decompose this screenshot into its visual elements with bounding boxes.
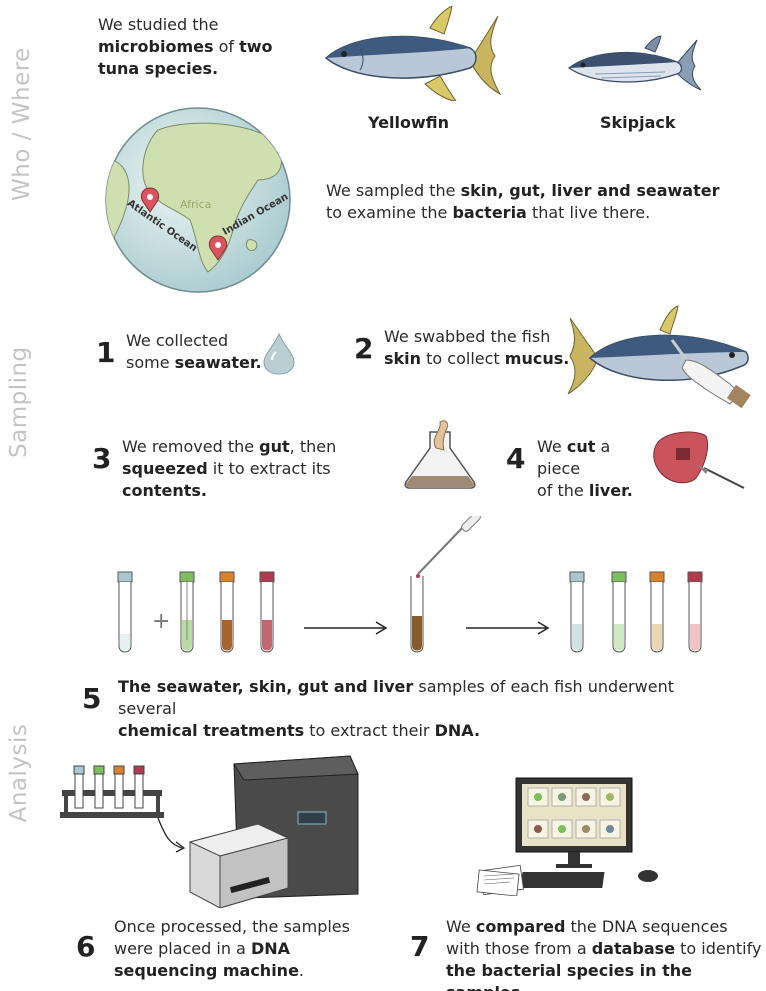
step-7-b3: the bacterial species in the samples. [446, 961, 692, 991]
tube-icon-liver-final [687, 571, 703, 653]
sampled-p2: to examine the [326, 203, 448, 222]
step-2-text: We swabbed the fish skin to collect mucu… [384, 326, 574, 370]
step-2-p1: We swabbed the fish [384, 327, 551, 346]
step-7-p4: to identify [680, 939, 762, 958]
yellowfin-tuna-icon [324, 6, 502, 101]
section-label-analysis: Analysis [6, 723, 32, 823]
step-5-p2: to extract their [309, 721, 430, 740]
step-1-p1: We collected [126, 331, 229, 350]
swab-tuna-icon [567, 305, 751, 409]
svg-text:+: + [152, 609, 170, 634]
step-4-text: We cut a piece of the liver. [537, 436, 657, 502]
sequencer-icon [60, 755, 359, 908]
intro-text: We studied the microbiomes of two tuna s… [98, 14, 298, 80]
step-7-number: 7 [410, 930, 430, 963]
tube-icon-gut [219, 571, 235, 653]
liver-icon [653, 431, 745, 489]
intro-b1: microbiomes [98, 37, 214, 56]
sampled-text: We sampled the skin, gut, liver and seaw… [326, 180, 746, 224]
step-4-number: 4 [506, 442, 526, 475]
step-5-b2: chemical treatments [118, 721, 305, 740]
pipette-icon [416, 516, 481, 578]
step-1-text: We collected some seawater. [126, 330, 266, 374]
step-6-p3: . [298, 961, 305, 980]
step-2-b1: skin [384, 349, 422, 368]
globe-icon: Africa Atlantic Ocean Indian Ocean [105, 107, 291, 293]
tube-icon-gut-final [649, 571, 665, 653]
step-1-p2: some [126, 353, 170, 372]
tube-icon-mixed [410, 576, 424, 653]
step-4-b2: liver. [588, 481, 633, 500]
sampled-b2: bacteria [452, 203, 527, 222]
step-4-b1: cut [566, 437, 596, 456]
step-1-b1: seawater. [174, 353, 262, 372]
sampled-b1: skin, gut, liver and seawater [460, 181, 720, 200]
section-label-sampling: Sampling [6, 346, 32, 458]
step-7-p3: with those from a [446, 939, 587, 958]
intro-p1: We studied the [98, 15, 219, 34]
step-3-b1: gut [259, 437, 290, 456]
step-6-b1: DNA [250, 939, 291, 958]
water-drop-icon [263, 332, 295, 375]
step-7-p2: the DNA sequences [570, 917, 728, 936]
step-3-number: 3 [92, 442, 112, 475]
step-4-p2: a piece [537, 437, 611, 478]
tube-icon-seawater [117, 571, 133, 653]
step-3-b3: contents. [122, 481, 208, 500]
caption-skipjack: Skipjack [600, 113, 676, 132]
step-3-b2: squeezed [122, 459, 208, 478]
step-7-text: We compared the DNA sequences with those… [446, 916, 764, 991]
step-3-p1: We removed the [122, 437, 255, 456]
step-6-number: 6 [76, 930, 96, 963]
step-2-b2: mucus. [504, 349, 570, 368]
step-4-p1: We [537, 437, 562, 456]
skipjack-tuna-icon [567, 35, 702, 91]
flask-icon [404, 420, 476, 489]
step-5-text: The seawater, skin, gut and liver sample… [118, 676, 718, 742]
step-5-b3: DNA. [434, 721, 481, 740]
step-5-number: 5 [82, 682, 102, 715]
step-3-text: We removed the gut, then squeezed it to … [122, 436, 412, 502]
globe-label-africa: Africa [180, 198, 211, 211]
step-2-p2: to collect [426, 349, 500, 368]
step-6-p1: Once processed, the samples [114, 917, 350, 936]
step-5-p1: samples of each fish underwent several [118, 677, 674, 718]
step-6-p2: were placed in a [114, 939, 246, 958]
step-2-number: 2 [354, 332, 374, 365]
step-5-b1: The seawater, skin, gut and liver [118, 677, 414, 696]
intro-p2: of [218, 37, 235, 56]
step-6-text: Once processed, the samples were placed … [114, 916, 394, 982]
section-label-who-where: Who / Where [9, 47, 35, 201]
step-6-b2: sequencing machine [114, 961, 299, 980]
tube-icon-liver [259, 571, 275, 653]
step-7-p1: We [446, 917, 471, 936]
tube-icon-skin-final [611, 571, 627, 653]
sampled-p1: We sampled the [326, 181, 456, 200]
step-1-number: 1 [96, 336, 116, 369]
step-4-p3: of the [537, 481, 584, 500]
tube-icon-skin [179, 571, 195, 653]
intro-b2: two tuna species. [98, 37, 273, 78]
step-3-p2: , then [289, 437, 337, 456]
step-7-b1: compared [475, 917, 566, 936]
dna-extraction-diagram: + [117, 516, 703, 653]
step-3-p3: it to extract its [212, 459, 331, 478]
caption-yellowfin: Yellowfin [368, 113, 449, 132]
tube-icon-seawater-final [569, 571, 585, 653]
sampled-p3: that live there. [531, 203, 651, 222]
step-7-b2: database [591, 939, 676, 958]
computer-icon [476, 777, 658, 896]
